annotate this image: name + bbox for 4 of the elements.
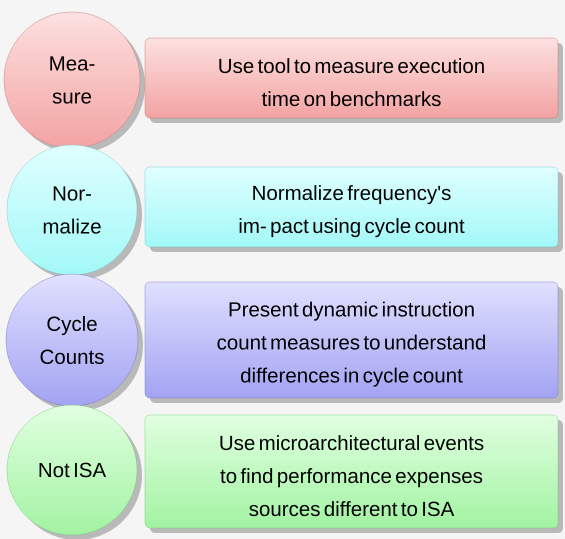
description-box: Present dynamic instruction count measures to understand differences in cycle count <box>144 282 563 403</box>
description-box: Use tool to measure execution time on benchmarks <box>144 38 563 123</box>
description-box: Normalize frequency's im- pact using cycle count <box>144 166 563 252</box>
description-box: Use microarchitectural events to find performance expenses sources different to ISA <box>144 414 563 533</box>
